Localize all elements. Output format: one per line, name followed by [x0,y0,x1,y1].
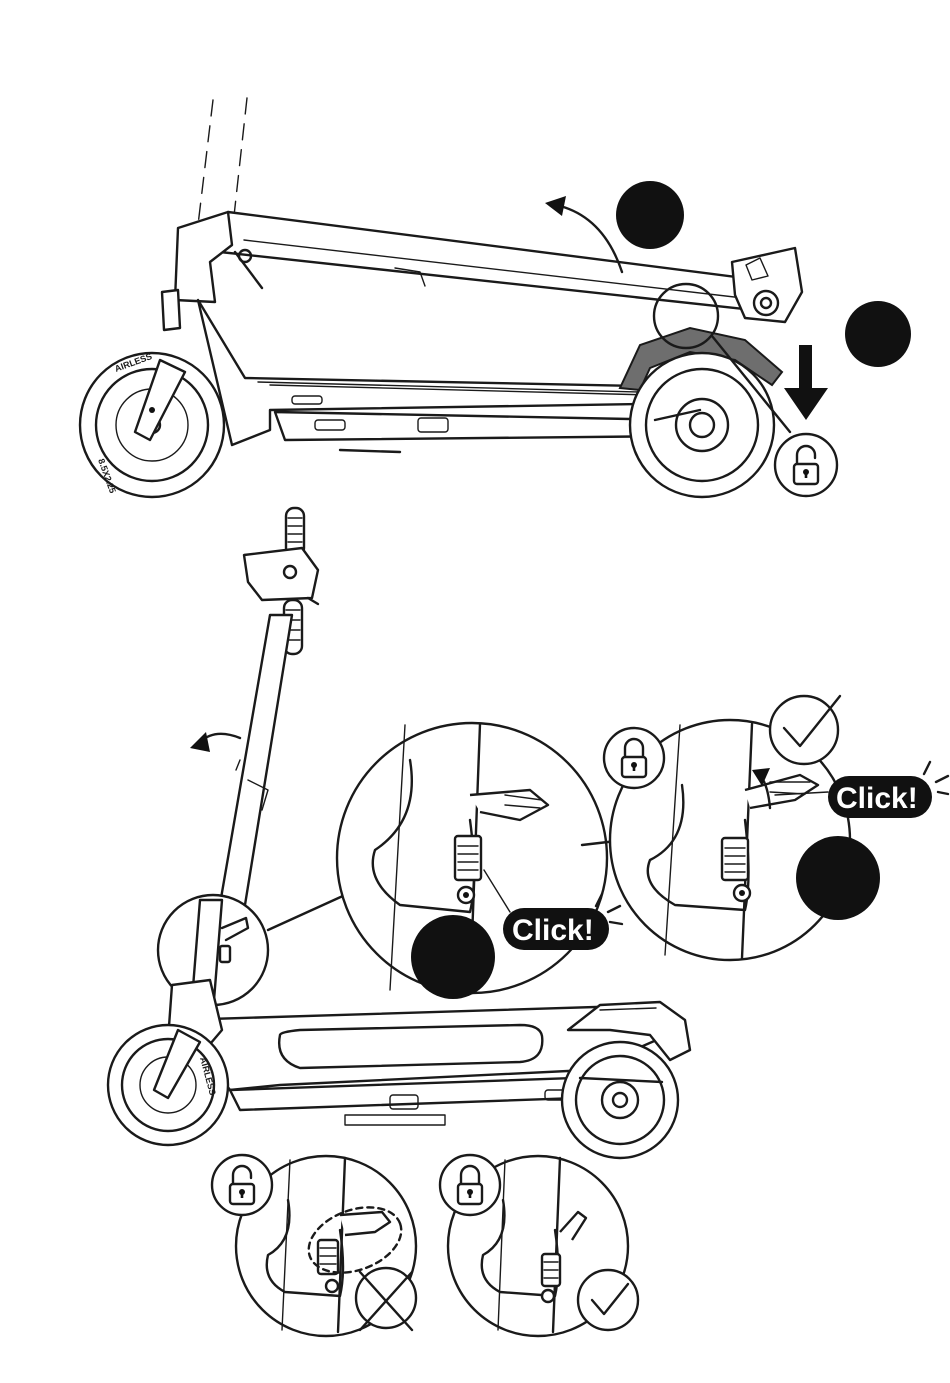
folded-scooter-illustration: AIRLESS 8.5X2.25 [80,98,911,497]
step-marker-3 [411,915,495,999]
front-wheel-top: AIRLESS 8.5X2.25 [80,351,224,497]
click-label-upper: Click! [836,782,918,815]
rear-wheel-bottom [562,1042,678,1158]
step-marker-4 [796,836,880,920]
step-marker-2 [845,301,911,367]
checkmark-icon [770,696,840,764]
unfolded-scooter-illustration: AIRLESS Click! [108,508,948,1158]
stem-arrow-icon [190,732,240,752]
correct-latch-example [440,1155,638,1336]
down-arrow-icon [784,345,828,420]
click-label-lower: Click! [512,914,594,947]
cross-icon [356,1268,416,1330]
rear-wheel-top [630,353,774,497]
front-wheel-bottom: AIRLESS [108,1025,228,1145]
locked-padlock-icon-bottom [440,1155,500,1215]
step-marker-1 [616,181,684,249]
checkmark-icon-bottom [578,1270,638,1330]
locked-padlock-icon [604,728,664,788]
incorrect-latch-example [212,1155,416,1336]
unlocked-padlock-icon [775,434,837,496]
unlocked-padlock-icon-bottom [212,1155,272,1215]
